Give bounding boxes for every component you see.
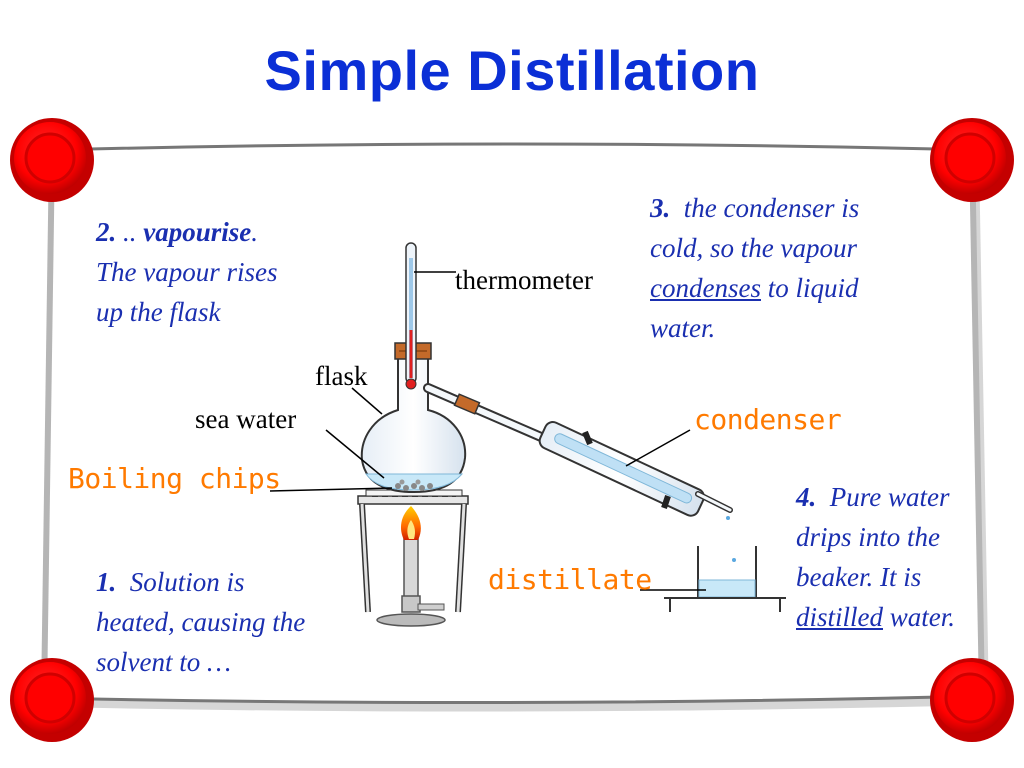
flask-icon — [360, 342, 553, 494]
step-1-line-b: heated, causing the — [96, 607, 306, 637]
step-4-number: 4. — [796, 482, 817, 512]
bunsen-burner-icon — [376, 537, 446, 627]
boiling-chips-label: Boiling chips — [68, 462, 281, 495]
flame-icon — [400, 506, 421, 540]
step-4-keyword: distilled — [796, 602, 883, 632]
step-1-line-a: Solution is — [129, 567, 245, 597]
step-2-period: . — [251, 217, 258, 247]
step-1-note: 1. Solution is heated, causing the solve… — [96, 562, 376, 682]
step-3-line-d: water. — [650, 313, 716, 343]
page-title: Simple Distillation — [264, 39, 760, 102]
step-3-number: 3. — [650, 193, 671, 223]
step-3-keyword: condenses — [650, 273, 761, 303]
pin-top-left-icon — [10, 118, 94, 202]
step-3-note: 3. the condenser is cold, so the vapour … — [650, 188, 940, 348]
step-3-line-b: cold, so the vapour — [650, 233, 857, 263]
leader-lines — [269, 271, 706, 591]
step-2-line-b: The vapour rises — [96, 257, 278, 287]
step-2-dots: .. — [123, 217, 137, 247]
step-4-line-d: water. — [889, 602, 956, 632]
condenser-label: condenser — [694, 403, 842, 436]
step-2-line-c: up the flask — [96, 297, 221, 327]
pin-bottom-right-icon — [930, 658, 1014, 742]
pin-top-right-icon — [930, 118, 1014, 202]
beaker-icon — [664, 546, 786, 612]
step-2-note: 2. .. vapourise. The vapour rises up the… — [96, 212, 356, 332]
step-3-line-c: to liquid — [767, 273, 859, 303]
step-1-line-c: solvent to … — [96, 647, 231, 677]
thermometer-label: thermometer — [455, 265, 593, 295]
boiling-chips-icon — [395, 479, 433, 491]
thermometer-icon — [405, 242, 417, 390]
step-4-line-a: Pure water — [829, 482, 950, 512]
step-3-line-a: the condenser is — [683, 193, 860, 223]
condenser-icon — [538, 421, 736, 562]
step-2-number: 2. — [96, 217, 117, 247]
pin-bottom-left-icon — [10, 658, 94, 742]
step-4-line-b: drips into the — [796, 522, 941, 552]
sea-water-label: sea water — [195, 404, 297, 434]
distillate-label: distillate — [488, 563, 652, 596]
step-1-number: 1. — [96, 567, 117, 597]
step-4-note: 4. Pure water drips into the beaker. It … — [796, 477, 1016, 637]
flask-label: flask — [315, 361, 368, 391]
step-4-line-c: beaker. It is — [796, 562, 922, 592]
step-2-keyword: vapourise — [143, 217, 252, 247]
